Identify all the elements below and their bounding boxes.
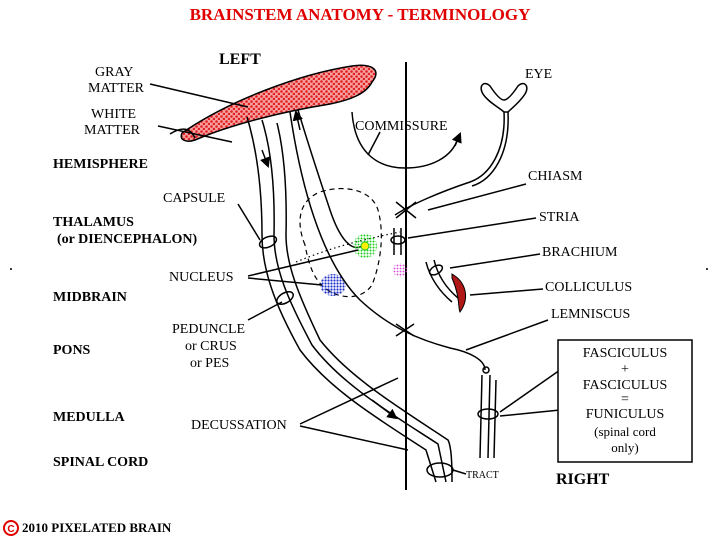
lower-descending-arrow (371, 399, 398, 420)
fasciculus-line-4: = (621, 392, 629, 407)
optic-nerve-2 (471, 111, 509, 187)
peduncle-label-2: or CRUS (185, 339, 237, 354)
level-pons: PONS (53, 343, 91, 358)
fasciculus-line-5: FUNICULUS (586, 407, 665, 422)
capsule-pointer (237, 203, 261, 241)
nucleus-label: NUCLEUS (169, 270, 234, 285)
white-matter-label-1: WHITE (91, 107, 136, 122)
stria-ring (390, 235, 406, 245)
lemniscus-cross-2 (395, 323, 415, 337)
brachium-fiber-2 (433, 259, 459, 299)
fasciculus-pointer-1 (499, 369, 561, 413)
peduncle-ring (276, 291, 294, 305)
decussation-pointer-1 (299, 377, 399, 425)
brachium-fiber-1 (425, 261, 453, 303)
decussation-label: DECUSSATION (191, 418, 287, 433)
right-label: RIGHT (556, 471, 610, 488)
blue-nucleus (320, 274, 346, 296)
lemniscus-label: LEMNISCUS (551, 307, 630, 322)
lemniscus-path (289, 111, 486, 371)
dotted-path (295, 231, 401, 263)
lemniscus-pointer (465, 319, 549, 351)
edge-dot-left (10, 268, 12, 270)
peduncle-pointer (247, 301, 283, 321)
stria-pointer (407, 217, 537, 239)
white-matter-edge (169, 128, 196, 139)
fasciculus-node (482, 366, 490, 374)
level-thalamus: THALAMUS (53, 215, 134, 230)
page-title: BRAINSTEM ANATOMY - TERMINOLOGY (190, 5, 531, 24)
nucleus-pointer-1 (247, 249, 359, 277)
pink-nucleus (393, 263, 407, 277)
tract-label: TRACT (466, 470, 499, 481)
fasciculus-box (557, 339, 693, 463)
commissure-arc (351, 111, 459, 169)
green-nucleus-core (360, 241, 370, 251)
fasciculus-pointer-2 (499, 409, 561, 417)
footer-text: 2010 PIXELATED BRAIN (22, 520, 172, 535)
nucleus-pointer-2 (247, 277, 323, 286)
fasciculus-line-2: + (621, 362, 629, 377)
decussation-pointer-2 (299, 425, 409, 451)
commissure-pointer (367, 131, 381, 156)
chiasm-cross-2 (395, 201, 417, 219)
level-spinal-cord: SPINAL CORD (53, 455, 148, 470)
capsule-label: CAPSULE (163, 191, 225, 206)
fasciculus-line-7: only) (611, 440, 638, 455)
thalamus-outline (299, 188, 382, 298)
copyright-symbol: C (7, 524, 14, 535)
fasciculus-fiber-1 (479, 374, 483, 459)
ascending-arrow (292, 109, 303, 131)
fasciculus-line-3: FASCICULUS (583, 378, 668, 393)
stria-label: STRIA (539, 210, 580, 225)
left-label: LEFT (219, 51, 261, 68)
tract-pointer (452, 469, 467, 475)
level-medulla: MEDULLA (53, 410, 125, 425)
descending-tract-line-3 (276, 122, 453, 483)
level-midbrain: MIDBRAIN (53, 290, 127, 305)
level-hemisphere: HEMISPHERE (53, 157, 148, 172)
brachium-pointer (449, 253, 541, 269)
eye-shape (480, 82, 528, 113)
edge-dot-right (706, 268, 708, 270)
fasciculus-ring (477, 408, 499, 420)
ascending-path (297, 109, 363, 249)
fasciculus-line-1: FASCICULUS (583, 346, 668, 361)
fasciculus-fiber-3 (493, 379, 497, 459)
commissure-arrow (451, 132, 462, 147)
fasciculus-line-6: (spinal cord (594, 424, 656, 439)
fasciculus-fiber-2 (487, 374, 491, 459)
gray-matter-label-1: GRAY (95, 65, 133, 80)
gray-matter-label-2: MATTER (88, 81, 145, 96)
brachium-label: BRACHIUM (542, 245, 618, 260)
colliculus-label: COLLICULUS (545, 280, 632, 295)
peduncle-label-3: or PES (190, 356, 229, 371)
eye-label: EYE (525, 67, 552, 82)
gray-matter-cortex (180, 64, 377, 142)
descending-arrow (260, 149, 270, 168)
chiasm-label: CHIASM (528, 169, 583, 184)
colliculus-pointer (469, 288, 544, 296)
peduncle-label-1: PEDUNCLE (172, 322, 245, 337)
level-thalamus-alt: (or DIENCEPHALON) (57, 232, 197, 247)
commissure-label: COMMISSURE (355, 119, 448, 134)
capsule-ring (258, 235, 278, 249)
tract-ring (426, 462, 454, 478)
white-matter-label-2: MATTER (84, 123, 141, 138)
gray-matter-pointer (149, 83, 249, 108)
white-matter-pointer (157, 125, 233, 143)
chiasm-pointer (427, 183, 527, 211)
colliculus-shape (451, 273, 467, 313)
copyright-icon (3, 520, 19, 536)
